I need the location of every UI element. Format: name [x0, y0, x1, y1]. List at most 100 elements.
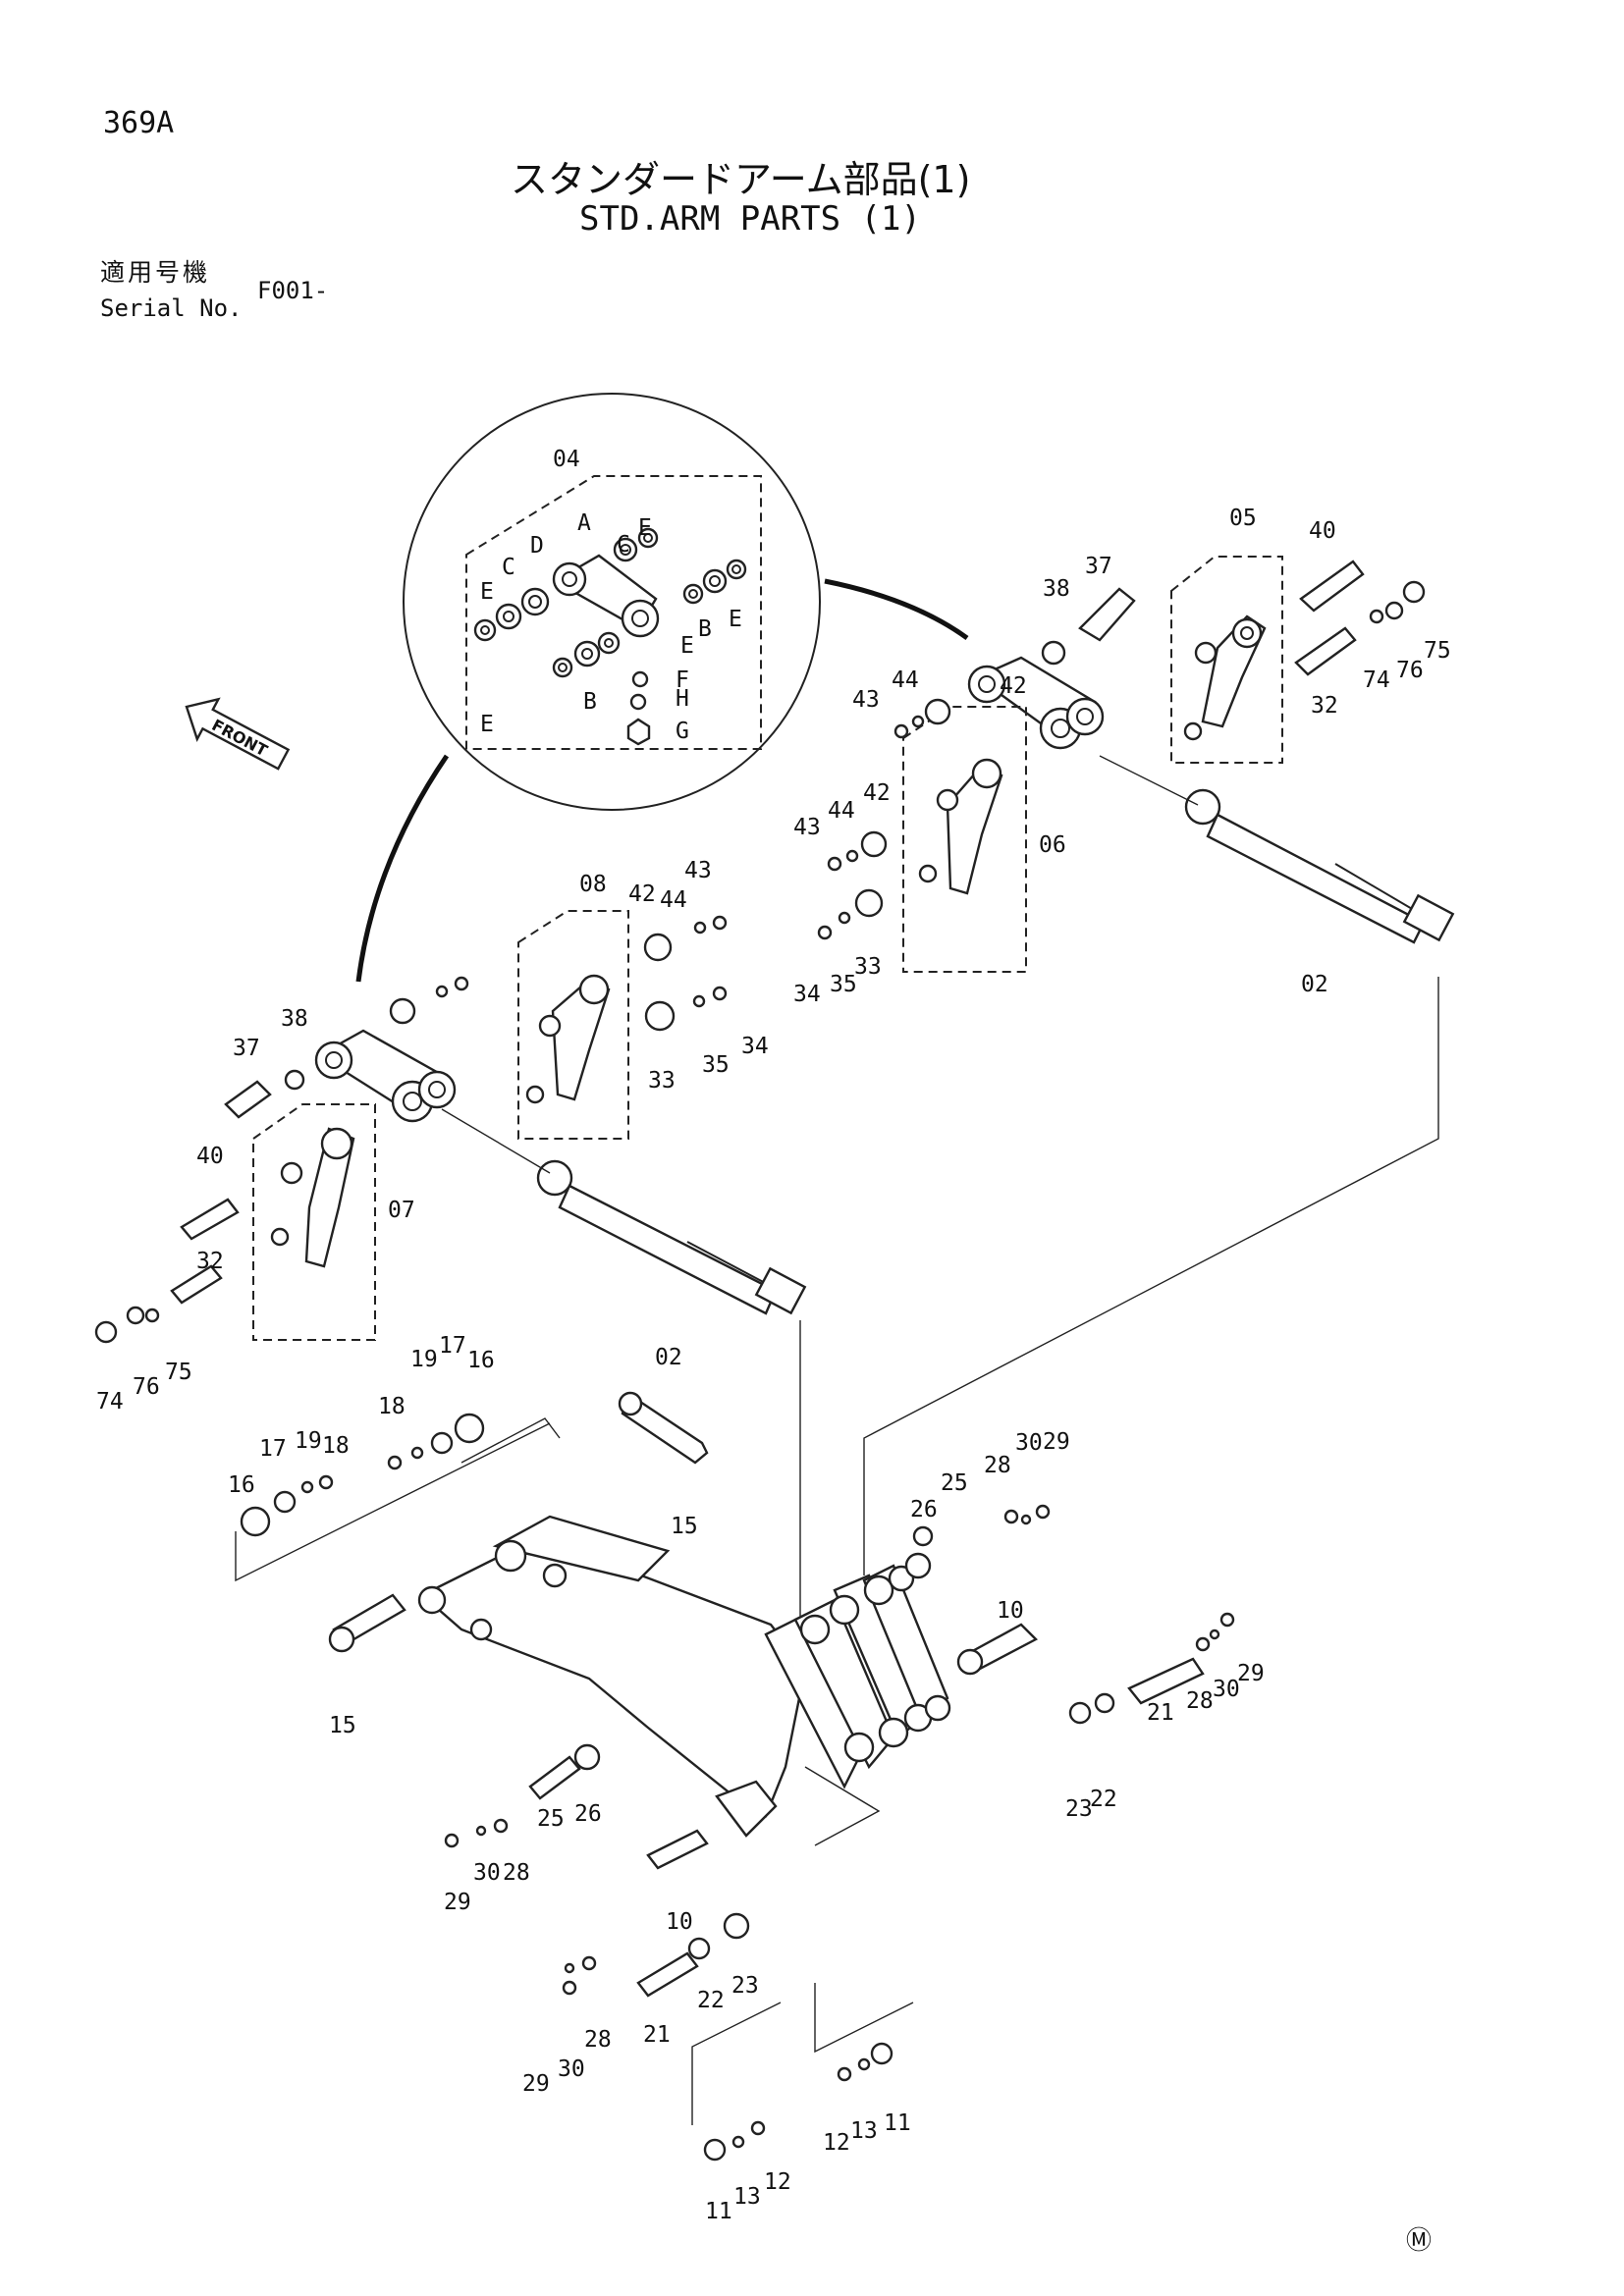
callout-20: 42	[628, 881, 656, 907]
callout-21: 44	[660, 887, 687, 913]
detail-label-2: B	[583, 689, 597, 715]
callout-2: 37	[1085, 554, 1112, 579]
callout-42: 16	[228, 1472, 255, 1498]
page-number: 369A	[103, 106, 175, 140]
callout-9: 76	[1396, 658, 1424, 683]
callout-16: 35	[830, 972, 857, 997]
callout-30: 74	[96, 1389, 124, 1415]
callout-63: 22	[697, 1988, 725, 2013]
upper-pins	[94, 560, 1426, 1344]
callout-36: 17	[439, 1333, 466, 1359]
callout-13: 44	[828, 798, 855, 824]
callout-10: 75	[1424, 638, 1451, 664]
callout-48: 30	[1015, 1430, 1043, 1456]
callout-6: 43	[852, 687, 880, 713]
detail-label-4: C	[502, 555, 515, 580]
link-plates	[764, 1564, 951, 1789]
callout-7: 32	[1311, 693, 1338, 719]
callout-59: 28	[503, 1860, 530, 1886]
callout-4: 42	[1000, 673, 1027, 699]
arm-body	[417, 1515, 807, 1838]
callout-66: 28	[584, 2027, 612, 2053]
callout-74: 12	[764, 2169, 791, 2195]
callout-69: 12	[823, 2130, 850, 2156]
detail-label-10: E	[729, 607, 742, 632]
page-title-en: STD.ARM PARTS (1)	[579, 199, 921, 239]
detail-label-6: E	[480, 579, 494, 605]
detail-label-9: E	[680, 633, 694, 659]
callout-49: 29	[1043, 1429, 1070, 1455]
callout-27: 38	[281, 1006, 308, 1032]
bracket-08	[517, 910, 629, 1140]
callout-32: 75	[165, 1360, 192, 1385]
callout-18: 02	[1301, 972, 1328, 997]
callout-19: 08	[579, 872, 607, 897]
callout-34: 02	[655, 1345, 682, 1370]
callout-5: 44	[892, 667, 919, 693]
callout-62: 10	[666, 1909, 693, 1935]
callout-22: 43	[684, 858, 712, 883]
callout-44: 15	[329, 1713, 356, 1738]
callout-12: 42	[863, 780, 891, 806]
upper-left-link	[314, 1029, 457, 1123]
callout-23: 33	[648, 1068, 676, 1094]
cylinder-left	[536, 1159, 807, 1315]
callout-40: 19	[295, 1428, 322, 1454]
callout-71: 11	[884, 2110, 911, 2136]
upper-right-link	[967, 656, 1105, 750]
detail-label-11: F	[676, 667, 689, 693]
cylinder-right	[1184, 788, 1455, 944]
page-title-jp: スタンダードアーム部品(1)	[511, 158, 971, 201]
callout-28: 40	[196, 1144, 224, 1169]
callout-65: 21	[643, 2022, 671, 2048]
callout-51: 29	[1237, 1661, 1265, 1686]
callout-52: 30	[1213, 1677, 1240, 1702]
callout-55: 23	[1065, 1796, 1093, 1822]
detail-label-3: C	[617, 532, 630, 558]
callout-17: 33	[854, 954, 882, 980]
bracket-05	[1170, 556, 1283, 764]
callout-43: 15	[671, 1514, 698, 1539]
callout-29: 32	[196, 1249, 224, 1274]
callout-26: 37	[233, 1036, 260, 1061]
callout-67: 30	[558, 2056, 585, 2082]
bracket-06	[902, 706, 1027, 973]
callout-38: 18	[378, 1394, 406, 1419]
callout-53: 28	[1186, 1688, 1214, 1714]
serial-value: F001-	[257, 277, 329, 304]
detail-04-circle	[355, 393, 969, 983]
callout-15: 34	[793, 982, 821, 1007]
callout-1: 40	[1309, 518, 1336, 544]
detail-label-7: E	[638, 515, 652, 541]
callout-8: 74	[1363, 667, 1390, 693]
callout-73: 13	[733, 2184, 761, 2210]
callout-70: 13	[850, 2118, 878, 2144]
detail-label-0: A	[577, 510, 591, 536]
callout-25: 34	[741, 1034, 769, 1059]
callout-56: 22	[1090, 1787, 1117, 1812]
callout-24: 35	[702, 1052, 730, 1078]
detail-04-title: 04	[553, 447, 580, 472]
callout-57: 26	[574, 1801, 602, 1827]
callout-50: 10	[997, 1598, 1024, 1624]
callout-33: 07	[388, 1198, 415, 1223]
detail-label-5: D	[530, 533, 544, 559]
callout-14: 43	[793, 815, 821, 840]
front-arrow: FRONT	[185, 697, 291, 771]
callout-54: 21	[1147, 1700, 1174, 1726]
detail-label-13: G	[676, 719, 689, 744]
link-a-detail	[552, 554, 660, 638]
detail-label-12: H	[676, 686, 689, 712]
callout-41: 17	[259, 1436, 287, 1462]
serial-label-en: Serial No.	[100, 294, 243, 322]
callout-68: 29	[522, 2071, 550, 2097]
callout-64: 23	[731, 1973, 759, 1999]
callout-3: 38	[1043, 576, 1070, 602]
serial-label-jp: 適用号機	[100, 258, 211, 287]
callout-47: 28	[984, 1453, 1011, 1478]
lower-pins	[240, 1391, 1235, 2162]
callout-11: 06	[1039, 832, 1066, 858]
